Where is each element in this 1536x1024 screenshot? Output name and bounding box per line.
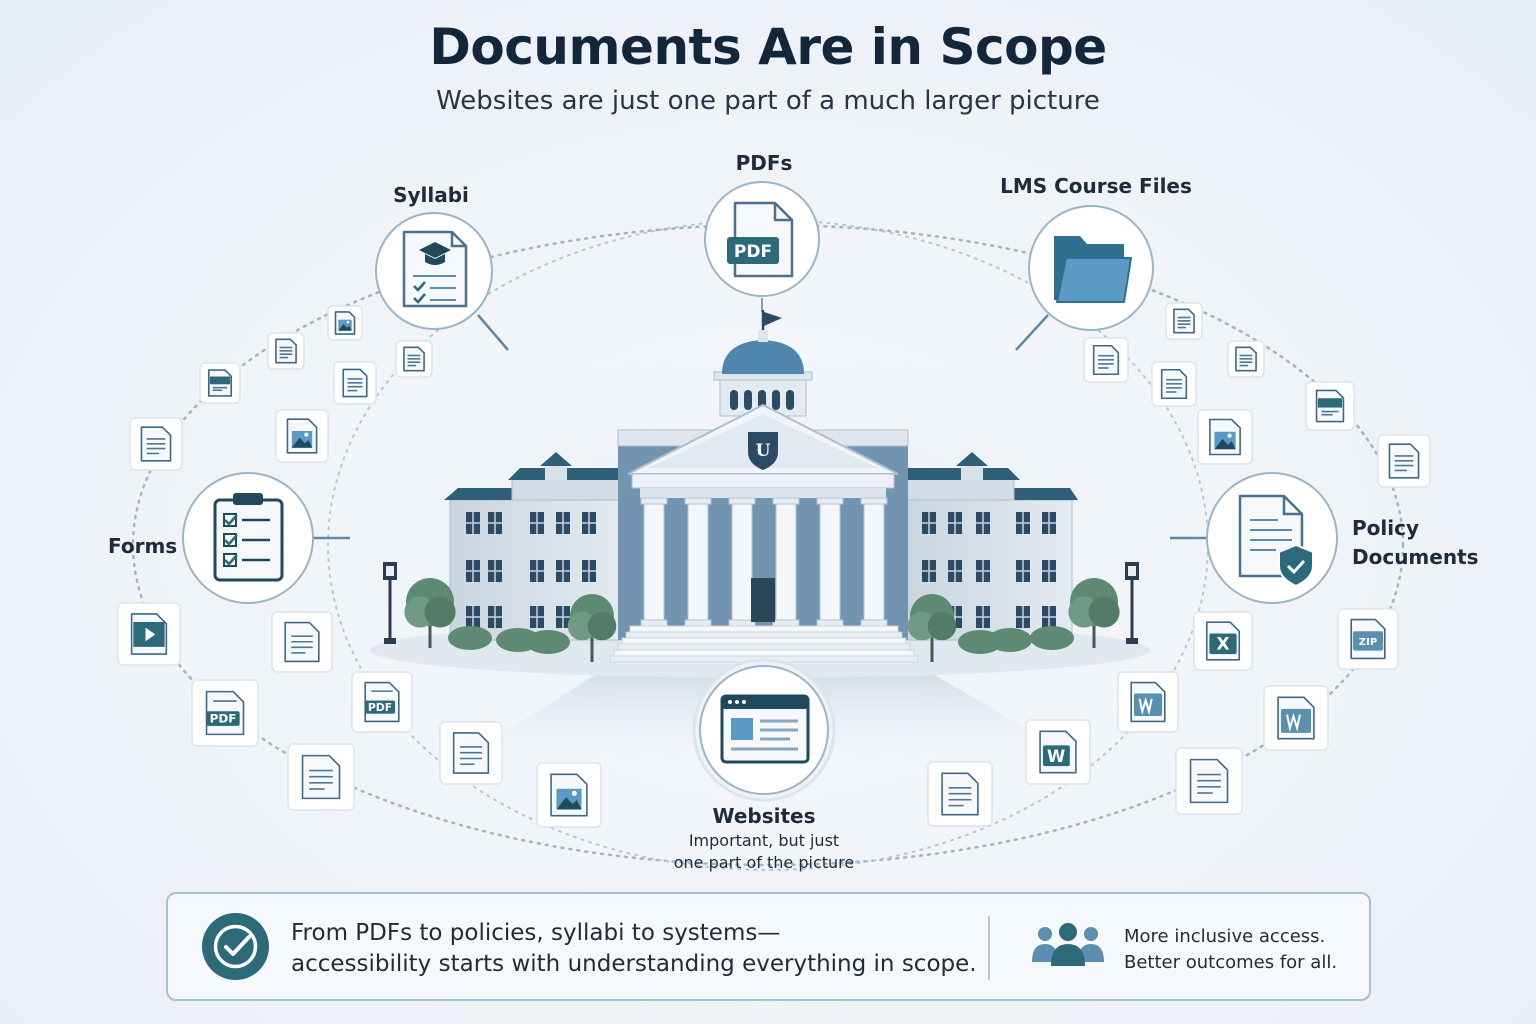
banner-outcome: More inclusive access. Better outcomes f… — [1124, 926, 1338, 973]
crest-shield — [748, 432, 778, 470]
file-tiles: PDF PDF X ZIP W — [117, 302, 1431, 828]
file-tile: PDF — [351, 671, 413, 733]
file-tile — [1377, 434, 1431, 488]
websites-note: Important, but just one part of the pict… — [673, 831, 855, 872]
node-syllabi — [375, 212, 493, 330]
label-policy: Policy Documents — [1352, 516, 1479, 569]
file-tile — [267, 332, 305, 370]
svg-text:W: W — [1047, 747, 1065, 766]
university-building: U — [383, 310, 1139, 663]
file-tile — [287, 743, 355, 811]
svg-text:X: X — [1216, 633, 1229, 653]
banner-message: From PDFs to policies, syllabi to system… — [291, 920, 977, 977]
node-pdfs: PDF — [704, 181, 820, 297]
file-tile: PDF — [191, 679, 259, 747]
file-tile — [129, 417, 183, 471]
file-tile: W — [1025, 719, 1091, 785]
crest-letter: U — [756, 441, 771, 461]
connector-syllabi — [477, 314, 509, 351]
node-forms — [182, 472, 314, 604]
pdf-badge: PDF — [734, 242, 772, 262]
file-tile — [1083, 337, 1129, 383]
file-tile — [271, 611, 333, 673]
label-lms: LMS Course Files — [1000, 174, 1192, 198]
file-tile: X — [1193, 611, 1253, 671]
people-group-icon — [1032, 923, 1104, 966]
svg-text:PDF: PDF — [368, 701, 392, 714]
label-forms: Forms — [108, 534, 178, 558]
file-tile — [927, 761, 993, 827]
node-policy — [1206, 472, 1338, 604]
page-subtitle: Websites are just one part of a much lar… — [436, 86, 1100, 116]
file-tile — [199, 362, 241, 404]
file-tile — [1305, 381, 1355, 431]
banner-divider — [988, 916, 990, 980]
node-lms — [1028, 205, 1154, 331]
file-tile — [117, 602, 181, 666]
shield-check-icon — [1278, 543, 1314, 588]
file-tile — [1227, 340, 1265, 378]
clipboard-icon — [233, 493, 263, 505]
node-websites — [692, 658, 836, 802]
svg-text:ZIP: ZIP — [1359, 637, 1377, 648]
svg-text:PDF: PDF — [210, 712, 237, 726]
summary-banner: From PDFs to policies, syllabi to system… — [166, 892, 1371, 1001]
label-websites: Websites — [712, 804, 816, 828]
checkmark-circle-icon — [202, 913, 269, 980]
connector-lms — [1015, 314, 1049, 351]
label-pdfs: PDFs — [735, 151, 793, 175]
file-tile — [1165, 302, 1203, 340]
file-tile — [275, 409, 329, 463]
file-tile — [1263, 685, 1329, 751]
file-tile — [1117, 671, 1179, 733]
file-tile — [327, 305, 363, 341]
file-tile — [1151, 361, 1197, 407]
label-syllabi: Syllabi — [393, 183, 469, 207]
file-tile — [1175, 747, 1243, 815]
file-tile — [333, 361, 377, 405]
file-tile — [439, 721, 503, 785]
file-tile — [395, 340, 433, 378]
file-tile: ZIP — [1337, 608, 1399, 670]
page-title: Documents Are in Scope — [429, 18, 1107, 76]
file-tile — [1197, 409, 1253, 465]
graduation-cap-icon — [419, 242, 451, 258]
file-tile — [536, 762, 602, 828]
